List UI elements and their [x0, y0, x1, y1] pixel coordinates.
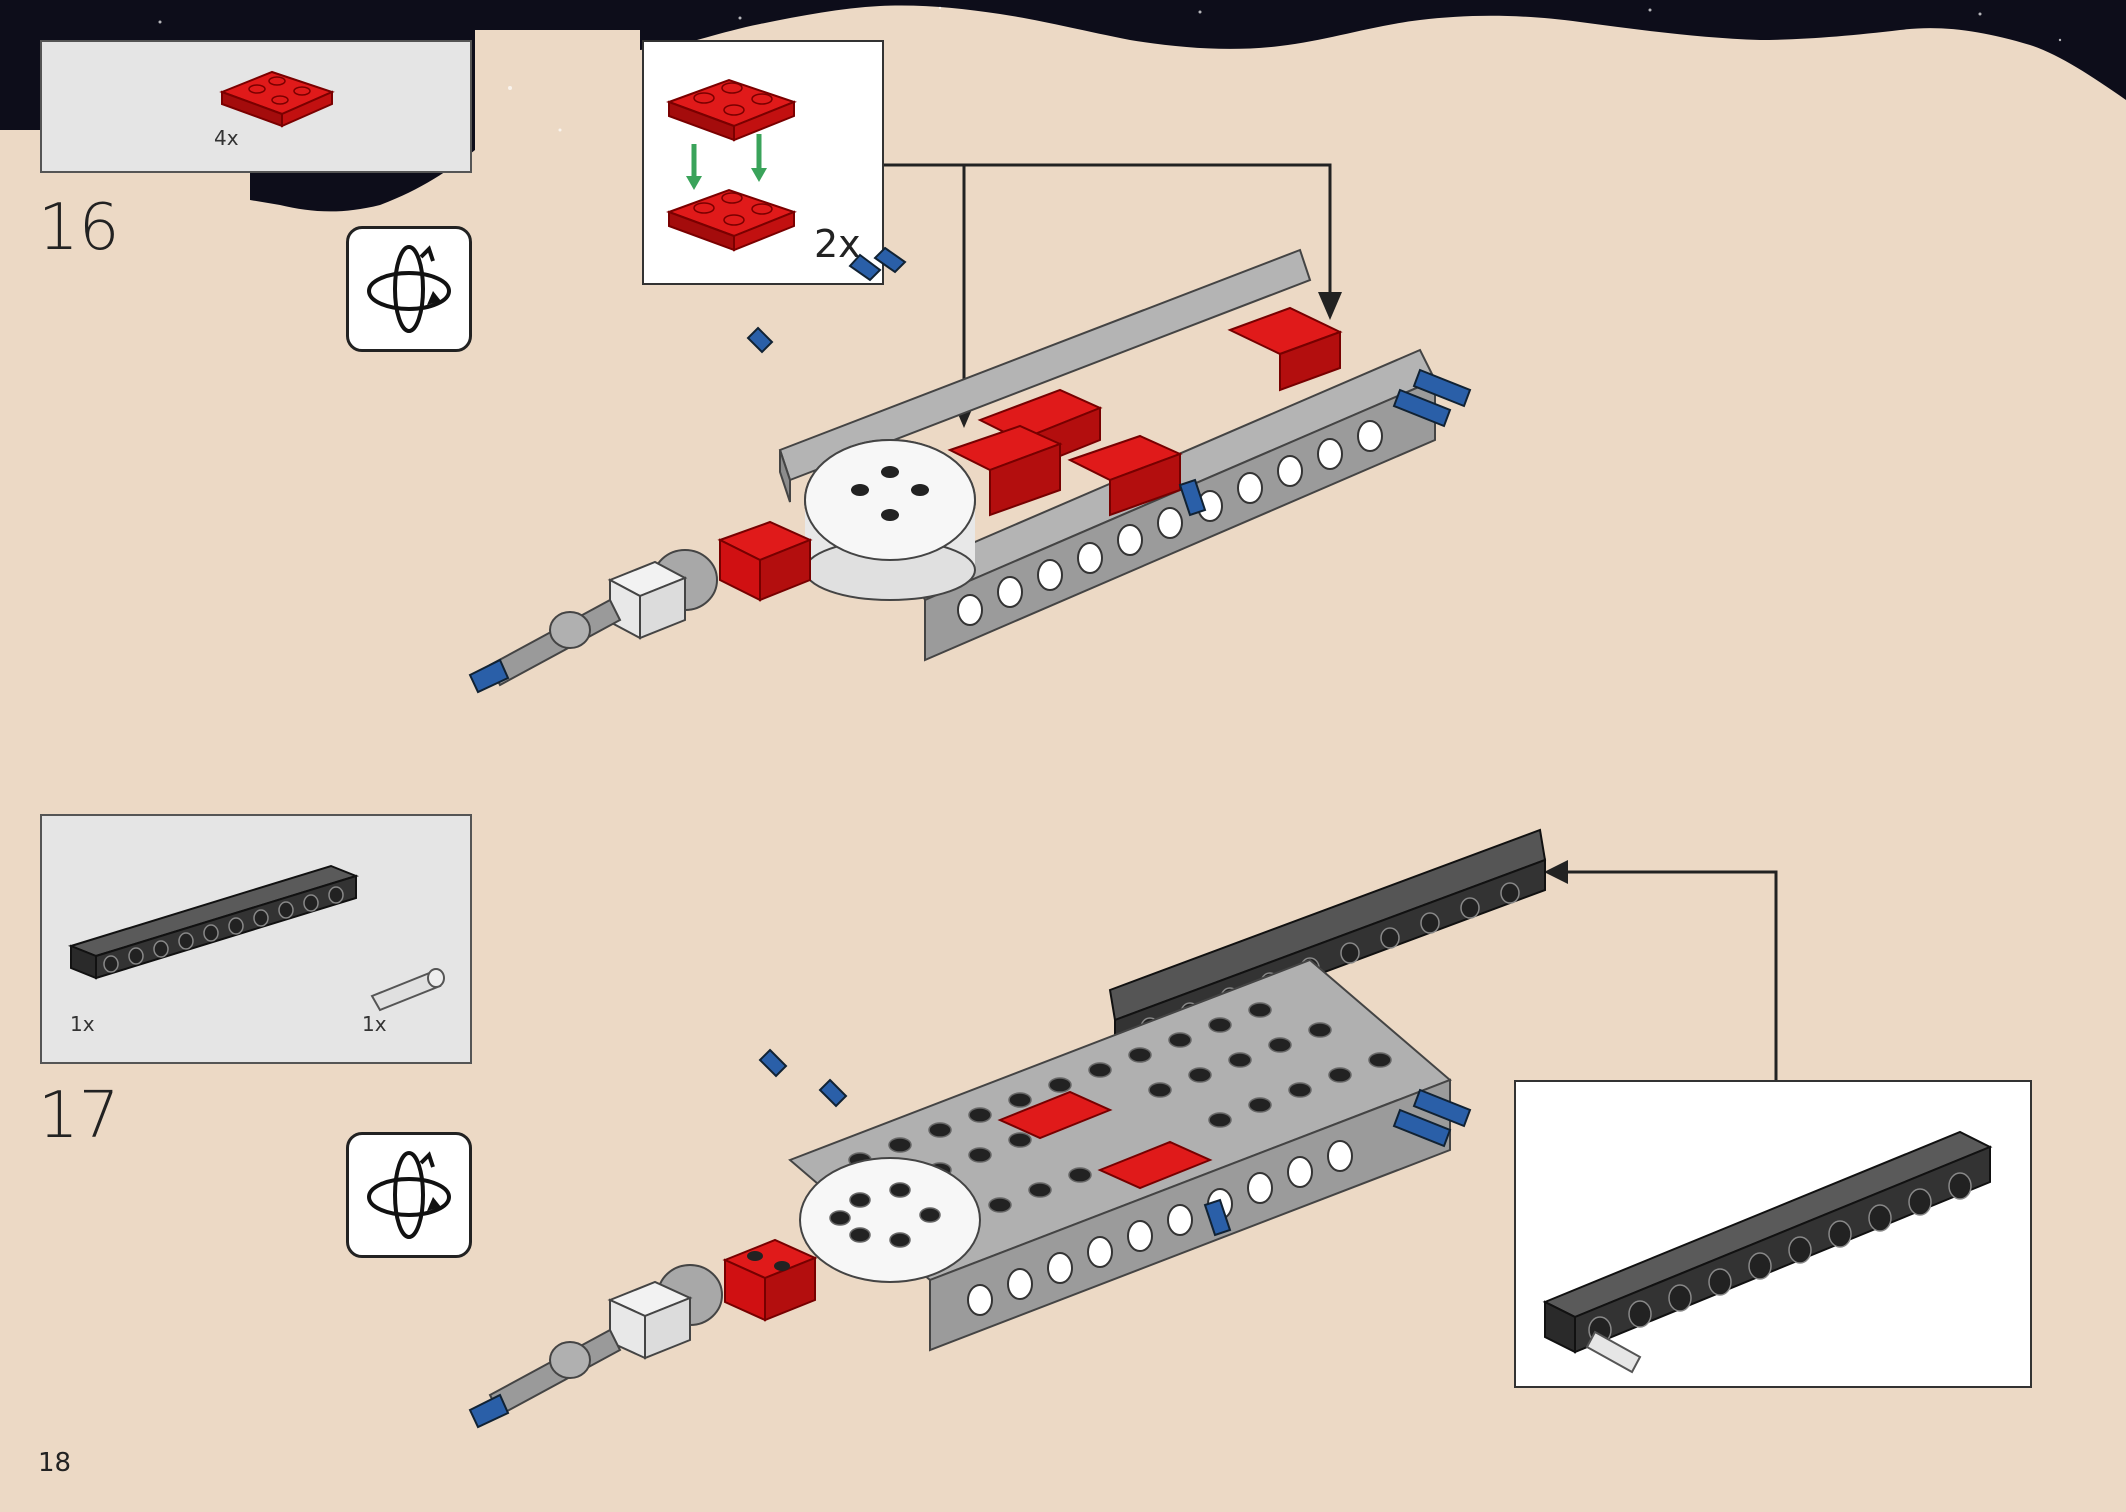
step16-rotate-button[interactable] [346, 226, 472, 352]
step17-callout [1514, 1080, 2032, 1388]
rotate-model-icon [367, 245, 451, 333]
step16-part-qty: 4x [214, 126, 239, 150]
step17-number: 17 [38, 1079, 120, 1153]
dark-beam-with-pin-diagram [1542, 1130, 1993, 1374]
step17-part1-qty: 1x [70, 1012, 95, 1036]
step16-number: 16 [38, 191, 120, 265]
step17-parts-list: 1x 1x [40, 814, 472, 1064]
rotate-model-icon [367, 1151, 451, 1239]
step17-part2-qty: 1x [362, 1012, 387, 1036]
axle-pin-part [370, 968, 445, 1012]
dark-beam-part [67, 864, 360, 980]
step16-model [468, 246, 1472, 694]
page-number: 18 [38, 1448, 72, 1478]
subassembly-multiplier: 2x [814, 222, 861, 266]
plate-stack-diagram [666, 78, 797, 252]
step17-model [468, 828, 1547, 1429]
step16-parts-list: 4x [40, 40, 472, 173]
arrow-green-icon [686, 134, 767, 190]
step17-rotate-button[interactable] [346, 1132, 472, 1258]
step16-subassembly-callout: 2x [642, 40, 884, 285]
red-plate-part [219, 70, 335, 128]
